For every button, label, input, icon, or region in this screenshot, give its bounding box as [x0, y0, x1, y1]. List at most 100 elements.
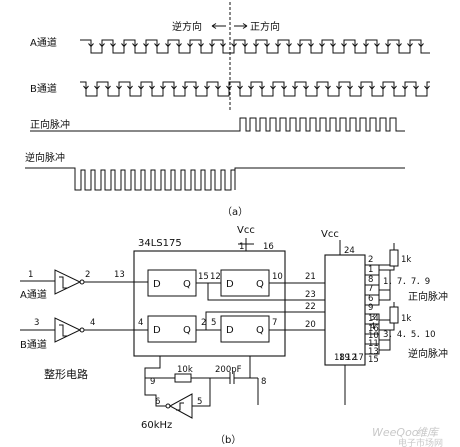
chip-vcc-label: Vcc [237, 225, 255, 236]
decoder-vcc-label: Vcc [321, 229, 339, 240]
forward-pulse-waveform [30, 117, 405, 132]
reverse-pulse-trace [25, 167, 405, 191]
svg-text:3: 3 [370, 313, 375, 323]
svg-text:13: 13 [368, 347, 379, 357]
svg-text:21: 21 [305, 272, 316, 282]
svg-text:16: 16 [263, 242, 274, 252]
forward-pulse-trace [30, 117, 405, 132]
svg-text:15: 15 [368, 355, 379, 365]
svg-text:D: D [226, 325, 234, 336]
svg-text:D: D [153, 279, 161, 290]
svg-text:8: 8 [368, 275, 373, 285]
svg-text:2: 2 [201, 318, 206, 328]
reverse-arrow [211, 23, 226, 29]
reverse-pulse-label: 逆向脉冲 [25, 151, 65, 164]
svg-text:20: 20 [305, 320, 316, 330]
svg-text:2: 2 [85, 270, 90, 280]
svg-text:Q: Q [256, 279, 264, 290]
svg-text:2: 2 [368, 255, 373, 265]
svg-text:D: D [226, 279, 234, 290]
timing-diagram: 逆方向 正方向 A通道 B通道 正向脉冲 逆向脉冲 （a） [25, 2, 430, 218]
svg-text:D: D [153, 325, 161, 336]
channel-b-trace [80, 81, 430, 97]
svg-text:9: 9 [368, 303, 373, 313]
input-a-label: A通道 [20, 288, 47, 301]
caption-a: （a） [222, 206, 248, 218]
svg-text:18: 18 [334, 353, 345, 363]
svg-text:14: 14 [368, 314, 379, 324]
svg-text:1k: 1k [401, 314, 411, 324]
svg-text:10: 10 [368, 331, 379, 341]
forward-pulse-label: 正向脉冲 [30, 118, 70, 131]
svg-text:1: 1 [28, 270, 33, 280]
svg-text:6: 6 [368, 294, 373, 304]
direction-forward-label: 正方向 [250, 20, 280, 33]
caption-b: （b） [215, 434, 241, 446]
svg-text:24: 24 [344, 246, 355, 256]
svg-text:22: 22 [305, 302, 316, 312]
svg-text:4: 4 [138, 318, 143, 328]
svg-text:9: 9 [150, 377, 155, 387]
channel-a-waveform [80, 39, 430, 54]
rev-gate-4 [364, 343, 380, 355]
svg-text:6: 6 [155, 397, 160, 407]
svg-text:12: 12 [346, 353, 357, 363]
flipflop-4 [220, 315, 270, 343]
svg-text:4: 4 [90, 318, 95, 328]
input-b-label: B通道 [20, 338, 47, 351]
fwd-pins-label: 1．7．7．9 [383, 277, 430, 287]
svg-text:15: 15 [198, 272, 209, 282]
svg-text:维库: 维库 [416, 426, 440, 439]
svg-text:16: 16 [368, 324, 379, 334]
svg-text:200pF: 200pF [215, 365, 242, 375]
svg-text:1: 1 [368, 265, 373, 275]
decoder-chip [324, 254, 366, 366]
channel-b-waveform [80, 81, 430, 97]
svg-text:3: 3 [34, 318, 39, 328]
channel-a-edge-markers [88, 43, 424, 48]
svg-text:10k: 10k [177, 365, 193, 375]
buffer-b [54, 317, 82, 343]
svg-text:5: 5 [211, 318, 216, 328]
oscillator-frequency: 60kHz [141, 420, 172, 431]
svg-text:Q: Q [183, 325, 191, 336]
svg-text:13: 13 [114, 270, 125, 280]
svg-text:WeeQoo: WeeQoo [372, 426, 419, 439]
svg-text:19: 19 [339, 353, 350, 363]
reverse-pulse-waveform [25, 167, 405, 191]
resistor-10k [174, 373, 192, 383]
shaper-label: 整形电路 [44, 367, 88, 381]
svg-text:12: 12 [210, 272, 221, 282]
watermark: WeeQoo 维库 电子市场网 [372, 426, 443, 447]
svg-text:电子市场网: 电子市场网 [398, 437, 443, 447]
resistor-1k-a [389, 249, 399, 267]
svg-text:1k: 1k [401, 255, 411, 265]
svg-text:1: 1 [239, 242, 244, 252]
svg-text:5: 5 [197, 397, 202, 407]
svg-text:23: 23 [305, 290, 316, 300]
oscillator-inverter [168, 393, 193, 419]
channel-b-edge-markers [83, 85, 430, 90]
flipflop-3 [147, 315, 197, 343]
svg-text:4: 4 [370, 322, 375, 332]
svg-text:10: 10 [272, 272, 283, 282]
resistor-1k-b [389, 306, 399, 324]
fwd-pulse-out-label: 正向脉冲 [408, 290, 448, 303]
channel-b-label: B通道 [30, 82, 57, 95]
svg-text:8: 8 [261, 377, 266, 387]
svg-text:7: 7 [368, 284, 373, 294]
chip-34ls175 [133, 250, 286, 357]
svg-text:Q: Q [256, 325, 264, 336]
svg-text:Q: Q [183, 279, 191, 290]
circuit-diagram: 34LS175 Vcc 1 16 D Q D Q D Q D Q A通道 1 2… [20, 225, 448, 446]
rev-pulse-out-label: 逆向脉冲 [408, 347, 448, 360]
direction-reverse-label: 逆方向 [172, 20, 202, 33]
rev-pins-label: 3．4．5．10 [383, 330, 436, 340]
buffer-a [54, 269, 82, 295]
channel-a-label: A通道 [30, 36, 57, 49]
chip-name: 34LS175 [138, 238, 182, 249]
forward-arrow [234, 23, 248, 29]
svg-text:7: 7 [272, 318, 277, 328]
svg-text:17: 17 [353, 353, 364, 363]
